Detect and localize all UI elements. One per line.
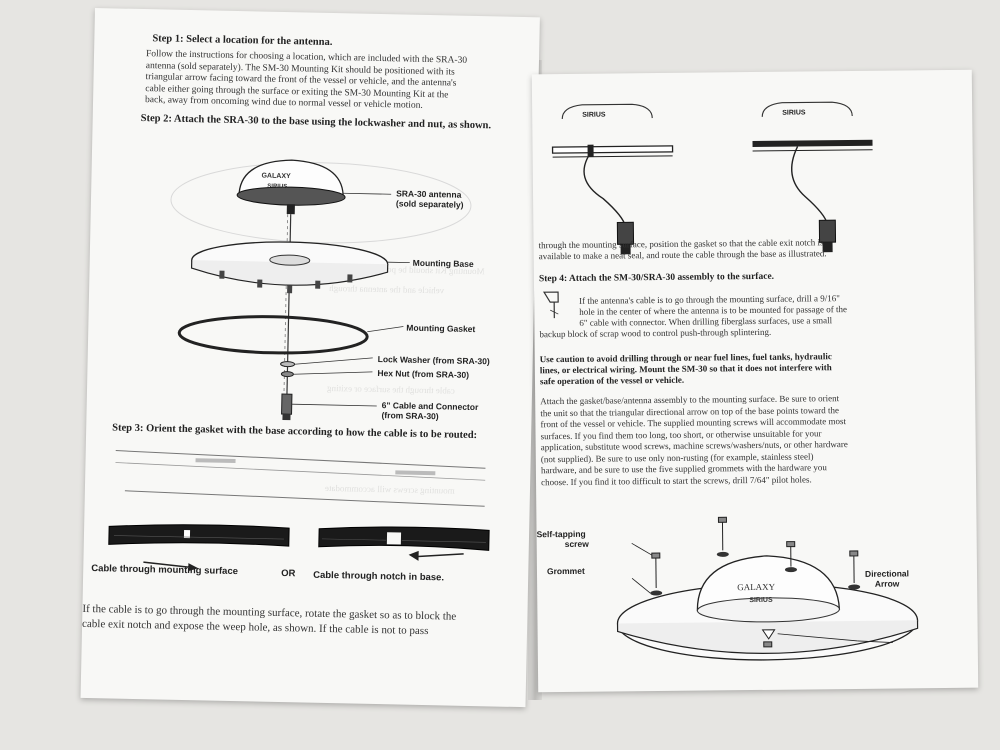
mounting-illustration: GALAXY SIRIUS: [616, 516, 919, 661]
caution-warning: Use caution to avoid drilling through or…: [539, 351, 832, 387]
gasket-orientation-diagram: [108, 450, 490, 572]
sirius-logo-left: SIRIUS: [582, 112, 606, 119]
sirius-logo: SIRIUS: [267, 184, 287, 190]
step4-heading: Step 4: Attach the SM-30/SRA-30 assembly…: [538, 271, 775, 285]
drill-instructions-tail: backup block of scrap wood to control pu…: [539, 326, 772, 340]
sirius-logo-right: SIRIUS: [782, 109, 806, 116]
label-mounting-gasket: Mounting Gasket: [406, 322, 476, 335]
label-mounting-base: Mounting Base: [412, 257, 474, 269]
step1-text: Follow the instructions for choosing a l…: [144, 49, 468, 111]
step3-continued-text: through the mounting surface, position t…: [538, 237, 827, 262]
cable-routing-illustrations: SIRIUS SIRIUS: [551, 101, 873, 255]
label-hex-nut: Hex Nut (from SRA-30): [377, 367, 470, 380]
label-antenna: SRA-30 antenna (sold separately): [395, 188, 464, 210]
caption-or: OR: [281, 568, 296, 580]
drill-instructions: If the antenna's cable is to go through …: [579, 293, 847, 328]
attach-instructions: Attach the gasket/base/antenna assembly …: [540, 393, 848, 487]
left-page: Mounting Kit should be positioned with i…: [80, 8, 540, 708]
galaxy-logo: GALAXY: [261, 173, 291, 181]
sirius-logo-mount: SIRIUS: [749, 597, 773, 604]
galaxy-logo-mount: GALAXY: [737, 582, 776, 592]
drill-icon: [542, 291, 559, 319]
label-cable-connector: 6" Cable and Connector (from SRA-30): [381, 400, 479, 422]
exploded-assembly-diagram: GALAXY SIRIUS: [170, 159, 472, 421]
step2-heading: Step 2: Attach the SRA-30 to the base us…: [140, 112, 492, 132]
label-grommet: Grommet: [546, 565, 585, 577]
right-page: SIRIUS SIRIUS through the mounting surfa…: [531, 69, 979, 693]
label-directional-arrow: Directional Arrow: [864, 568, 910, 589]
step3-body-text: If the cable is to go through the mounti…: [81, 602, 457, 638]
step1-heading: Step 1: Select a location for the antenn…: [152, 33, 333, 48]
label-self-tapping-screw: Self-tapping screw: [536, 528, 589, 550]
